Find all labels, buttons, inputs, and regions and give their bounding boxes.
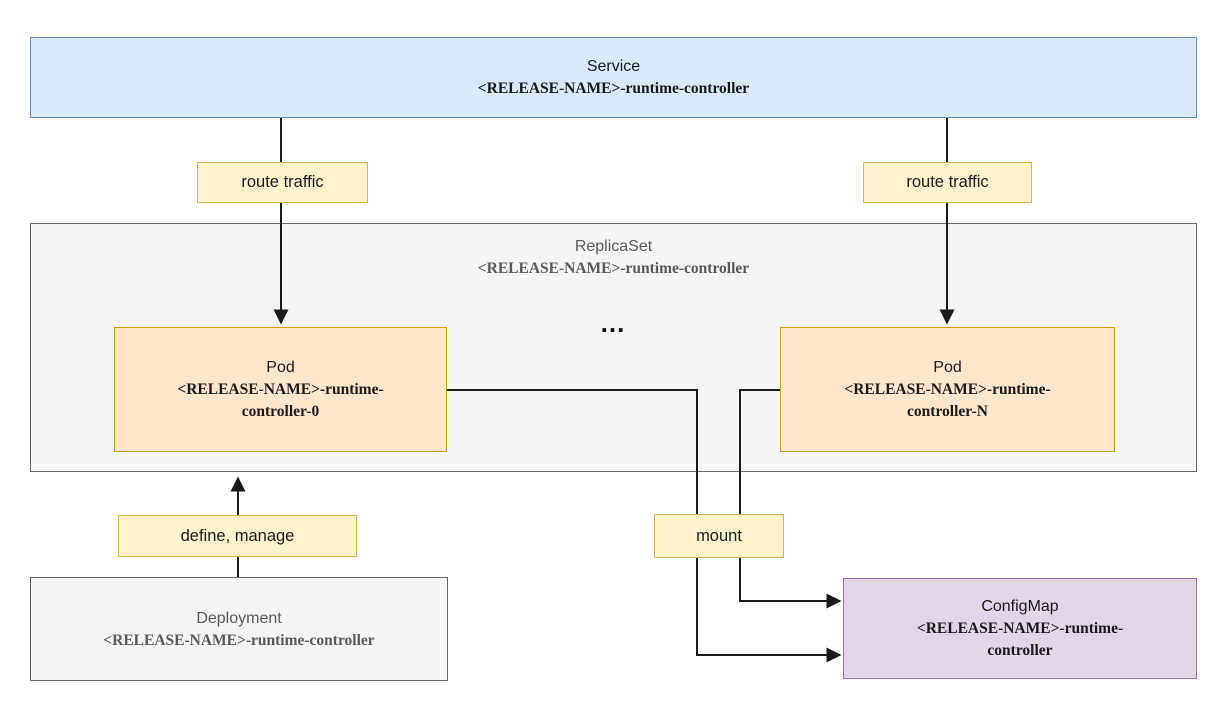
service-node[interactable]: Service <RELEASE-NAME>-runtime-controlle… xyxy=(30,37,1197,118)
replicaset-title: ReplicaSet xyxy=(574,238,653,255)
pod-0-title: Pod xyxy=(266,359,295,376)
more-pods-ellipsis: ... xyxy=(600,308,626,338)
configmap-node[interactable]: ConfigMap <RELEASE-NAME>-runtime- contro… xyxy=(843,578,1197,679)
pod-n-name-line-2: controller-N xyxy=(907,403,988,420)
edge-pod-n-to-configmap[interactable] xyxy=(739,389,842,609)
define-manage-label[interactable]: define, manage xyxy=(118,515,357,557)
route-traffic-label-right[interactable]: route traffic xyxy=(863,162,1032,203)
replicaset-name: <RELEASE-NAME>-runtime-controller xyxy=(477,260,750,277)
pod-n-node[interactable]: Pod <RELEASE-NAME>-runtime- controller-N xyxy=(780,327,1115,452)
route-traffic-label-left[interactable]: route traffic xyxy=(197,162,368,203)
pod-0-name-line-2: controller-0 xyxy=(241,403,320,420)
pod-0-name-line-1: <RELEASE-NAME>-runtime- xyxy=(177,381,384,398)
mount-label[interactable]: mount xyxy=(654,514,784,558)
service-name: <RELEASE-NAME>-runtime-controller xyxy=(477,80,750,97)
pod-n-name-line-1: <RELEASE-NAME>-runtime- xyxy=(844,381,1051,398)
deployment-title: Deployment xyxy=(196,609,282,627)
configmap-name-line-1: <RELEASE-NAME>-runtime- xyxy=(916,620,1124,637)
configmap-name-line-2: controller xyxy=(987,642,1053,659)
service-title: Service xyxy=(586,58,641,75)
deployment-node[interactable]: Deployment <RELEASE-NAME>-runtime-contro… xyxy=(30,577,448,681)
pod-n-title: Pod xyxy=(933,359,962,376)
pod-0-node[interactable]: Pod <RELEASE-NAME>-runtime- controller-0 xyxy=(114,327,447,452)
configmap-title: ConfigMap xyxy=(981,598,1059,615)
deployment-name: <RELEASE-NAME>-runtime-controller xyxy=(103,631,375,649)
